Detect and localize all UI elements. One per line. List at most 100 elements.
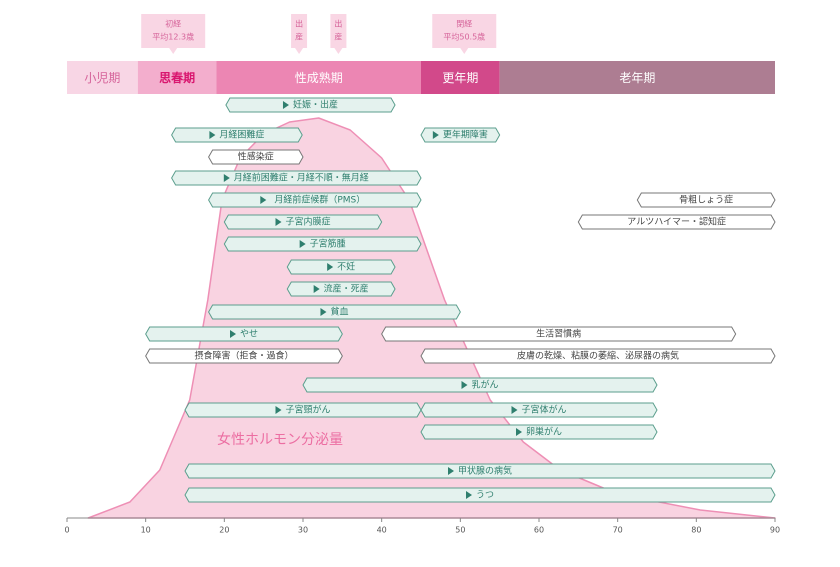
- callout-text: 閉経: [456, 19, 472, 29]
- stage-label: 小児期: [84, 71, 120, 85]
- x-tick-label: 70: [613, 526, 623, 535]
- bar-15: 摂食障害（拒食・過食）: [145, 348, 343, 364]
- bar-12: 貧血: [208, 304, 461, 320]
- bar-label: 流産・死産: [324, 283, 369, 295]
- bar-label: 更年期障害: [443, 129, 488, 141]
- bar-label: 卵巣がん: [526, 426, 562, 438]
- callout-1: 出産: [291, 14, 308, 54]
- x-tick-label: 80: [691, 526, 701, 535]
- x-tick-label: 0: [64, 526, 69, 535]
- bar-shape: [184, 463, 776, 479]
- callout-text: 出: [334, 19, 342, 29]
- bar-shape: [420, 424, 658, 440]
- callout-text: 初経: [165, 19, 181, 29]
- bar-shape: [171, 127, 303, 143]
- stage-0: 小児期: [67, 61, 138, 94]
- bar-shape: [145, 326, 343, 342]
- x-tick-label: 50: [455, 526, 465, 535]
- callout-2: 出産: [330, 14, 347, 54]
- triangle-right-icon: [209, 131, 216, 139]
- bar-11: 流産・死産: [286, 281, 396, 297]
- callout-box: [330, 14, 347, 54]
- stage-label: 更年期: [442, 71, 478, 85]
- bar-shape: [420, 402, 658, 418]
- bar-label: 生活習慣病: [536, 328, 581, 340]
- bar-18: 子宮頸がん: [184, 402, 422, 418]
- callout-text: 出: [295, 19, 303, 29]
- bar-label: 皮膚の乾燥、粘膜の萎縮、泌尿器の病気: [517, 350, 679, 362]
- triangle-right-icon: [320, 308, 327, 316]
- bar-label: アルツハイマー・認知症: [627, 216, 726, 228]
- bar-shape: [208, 304, 461, 320]
- stage-block: [137, 61, 217, 94]
- triangle-right-icon: [275, 406, 282, 414]
- bar-label: 月経前困難症・月経不順・無月経: [234, 172, 369, 184]
- triangle-right-icon: [299, 240, 306, 248]
- callout-text: 産: [295, 32, 303, 42]
- bar-1: 月経困難症: [171, 127, 303, 143]
- bar-label: 骨粗しょう症: [679, 194, 733, 206]
- stage-label: 老年期: [619, 71, 655, 85]
- bar-13: やせ: [145, 326, 343, 342]
- bar-shape: [171, 170, 422, 186]
- callout-box: [432, 14, 497, 54]
- bar-7: 子宮内膜症: [223, 214, 383, 230]
- bar-label: 月経困難症: [219, 129, 264, 141]
- bar-shape: [636, 192, 776, 208]
- bar-shape: [381, 326, 737, 342]
- stage-label: 性成熟期: [295, 70, 343, 85]
- bar-shape: [223, 236, 422, 252]
- bar-shape: [420, 348, 776, 364]
- bar-6: 骨粗しょう症: [636, 192, 776, 208]
- x-tick-label: 10: [141, 526, 151, 535]
- bar-shape: [286, 259, 396, 275]
- x-tick-label: 30: [298, 526, 308, 535]
- bar-label: 摂食障害（拒食・過食）: [194, 350, 293, 362]
- triangle-right-icon: [511, 406, 518, 414]
- bar-shape: [145, 348, 343, 364]
- bar-2: 更年期障害: [420, 127, 501, 143]
- triangle-right-icon: [223, 174, 230, 182]
- callout-text: 産: [334, 32, 342, 42]
- x-tick-label: 60: [534, 526, 544, 535]
- bar-label: 不妊: [337, 261, 355, 273]
- x-tick-label: 90: [770, 526, 780, 535]
- stage-block: [216, 61, 421, 94]
- bar-label: 妊娠・出産: [293, 99, 338, 111]
- bar-label: 性感染症: [238, 151, 274, 163]
- bar-label: 子宮体がん: [521, 404, 566, 416]
- triangle-right-icon: [461, 381, 468, 389]
- triangle-right-icon: [275, 218, 282, 226]
- bar-label: うつ: [476, 490, 494, 501]
- bar-shape: [208, 192, 422, 208]
- bar-label: 子宮筋腫: [310, 238, 346, 250]
- bar-4: 月経前困難症・月経不順・無月経: [171, 170, 422, 186]
- bar-label: 甲状腺の病気: [458, 465, 512, 477]
- bar-shape: [302, 377, 658, 393]
- bar-22: うつ: [184, 487, 776, 503]
- callout-box: [291, 14, 308, 54]
- bar-shape: [223, 214, 383, 230]
- triangle-right-icon: [230, 330, 236, 338]
- bar-shape: [208, 149, 304, 165]
- triangle-right-icon: [260, 196, 267, 204]
- bar-19: 子宮体がん: [420, 402, 658, 418]
- bar-0: 妊娠・出産: [225, 97, 396, 113]
- bar-label: 貧血: [330, 306, 348, 318]
- x-tick-label: 20: [219, 526, 229, 535]
- triangle-right-icon: [313, 285, 320, 293]
- bar-label: 子宮頸がん: [285, 404, 330, 416]
- callout-box: [141, 14, 206, 54]
- bar-label: やせ: [240, 329, 258, 340]
- bar-shape: [577, 214, 776, 230]
- stage-2: 性成熟期: [216, 61, 421, 94]
- bar-shape: [184, 487, 776, 503]
- bar-3: 性感染症: [208, 149, 304, 165]
- bar-8: アルツハイマー・認知症: [577, 214, 776, 230]
- stage-block: [421, 61, 500, 94]
- callout-text: 平均50.5歳: [443, 32, 485, 42]
- stage-label: 思春期: [159, 70, 195, 85]
- bar-label: 子宮内膜症: [285, 216, 330, 228]
